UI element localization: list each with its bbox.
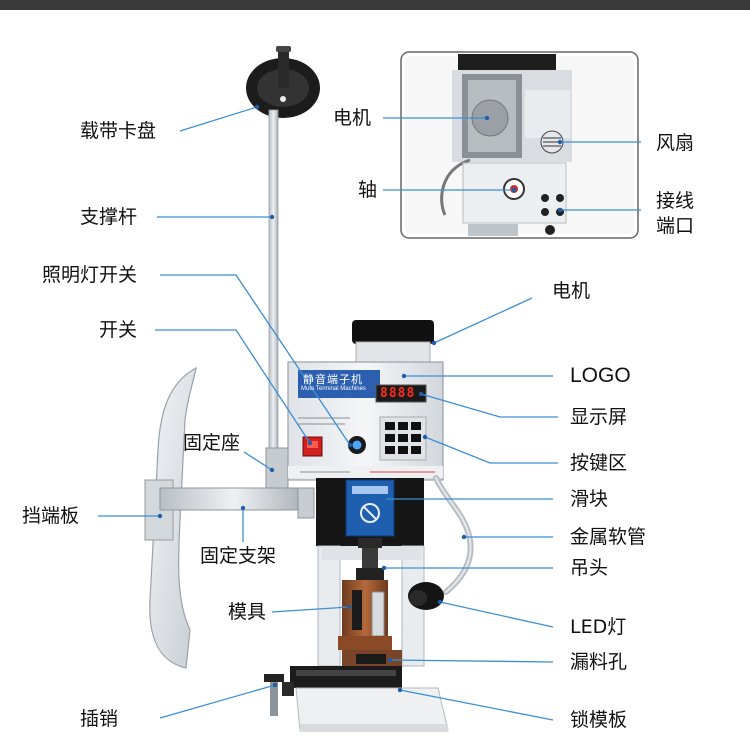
label-slider: 滑块 [570,488,609,510]
label-reel: 载带卡盘 [80,120,157,142]
display-digits: 8888 [380,386,416,401]
light-switch-knob[interactable] [348,436,366,454]
label-led-lamp: LED灯 [570,616,627,638]
label-display: 显示屏 [570,406,628,428]
label-keypad: 按键区 [570,452,628,474]
label-mold: 模具 [228,601,267,623]
drain-hole [342,650,402,668]
leader-lines-right [381,115,641,721]
label-drain-hole: 漏料孔 [570,651,628,673]
label-motor-inset: 电机 [333,107,372,129]
logo-area [298,370,380,398]
keypad [379,416,427,461]
panel-subtitle: Mute Terminal Machines [301,386,366,392]
label-hanger-head: 吊头 [570,557,609,579]
mold [338,580,392,650]
support-rod [268,109,279,486]
reel-icon [246,46,320,118]
label-logo: LOGO [570,364,631,387]
power-switch[interactable] [302,436,323,457]
metal-hose [433,475,474,595]
machine-frame [317,545,341,667]
wiring-port-icon [541,194,564,235]
label-end-plate: 挡端板 [22,505,80,527]
label-wiring-port-2: 端口 [656,215,695,237]
fixed-bracket [159,487,309,511]
pin-icon [264,674,294,716]
label-shaft: 轴 [358,179,378,201]
label-lock-plate: 锁模板 [570,709,628,731]
label-fixed-seat: 固定座 [183,432,241,454]
label-fan: 风扇 [656,132,695,154]
label-motor: 电机 [552,280,591,302]
label-support-rod: 支撑杆 [80,206,138,228]
hanger-head [356,538,384,580]
label-fixed-bracket: 固定支架 [200,545,277,567]
lock-plate [290,666,402,688]
led-lamp [408,582,444,610]
label-light-switch: 照明灯开关 [42,264,138,286]
top-bar [0,0,750,10]
label-pin: 插销 [80,708,119,730]
label-metal-hose: 金属软管 [570,526,647,548]
motor-icon [352,320,434,365]
label-wiring-port-1: 接线 [656,190,695,212]
label-switch: 开关 [99,319,138,341]
panel-title: 静音端子机 [303,373,363,386]
slider-block [316,478,424,546]
leader-lines [98,104,353,719]
display-screen [375,384,427,403]
